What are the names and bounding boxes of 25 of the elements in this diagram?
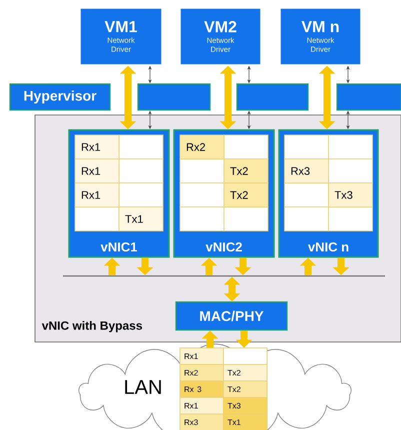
queue-table <box>180 348 268 430</box>
table-cell: Rx1 <box>74 182 120 208</box>
bus-line <box>63 275 385 277</box>
table-cell: Rx3 <box>180 414 224 430</box>
table-cell: Rx1 <box>74 134 120 160</box>
hypervisor-bar <box>236 83 309 111</box>
table-cell: Rx3 <box>284 158 329 184</box>
table-cell: Tx1 <box>118 206 164 232</box>
label-box: MAC/PHY <box>175 301 288 331</box>
table-cell: Rx1 <box>180 397 224 414</box>
table-cell: Rx1 <box>180 348 224 365</box>
table-cell: Tx2 <box>223 380 268 398</box>
table-cell: Rx1 <box>74 158 120 184</box>
table-cell: Tx2 <box>224 182 268 208</box>
hypervisor-bar <box>137 83 211 111</box>
table-cell: Tx3 <box>223 397 268 414</box>
table-cell: Rx2 <box>180 364 224 382</box>
table-cell: Rx 3 <box>180 380 224 398</box>
label-box: Hypervisor <box>9 83 111 111</box>
hypervisor-bar <box>336 83 401 111</box>
table-cell: Rx2 <box>180 134 224 160</box>
table-cell: Tx3 <box>328 182 373 208</box>
table-cell: Tx1 <box>223 414 268 430</box>
table-cell: Tx2 <box>223 364 268 382</box>
table-cell: Tx2 <box>224 158 268 184</box>
